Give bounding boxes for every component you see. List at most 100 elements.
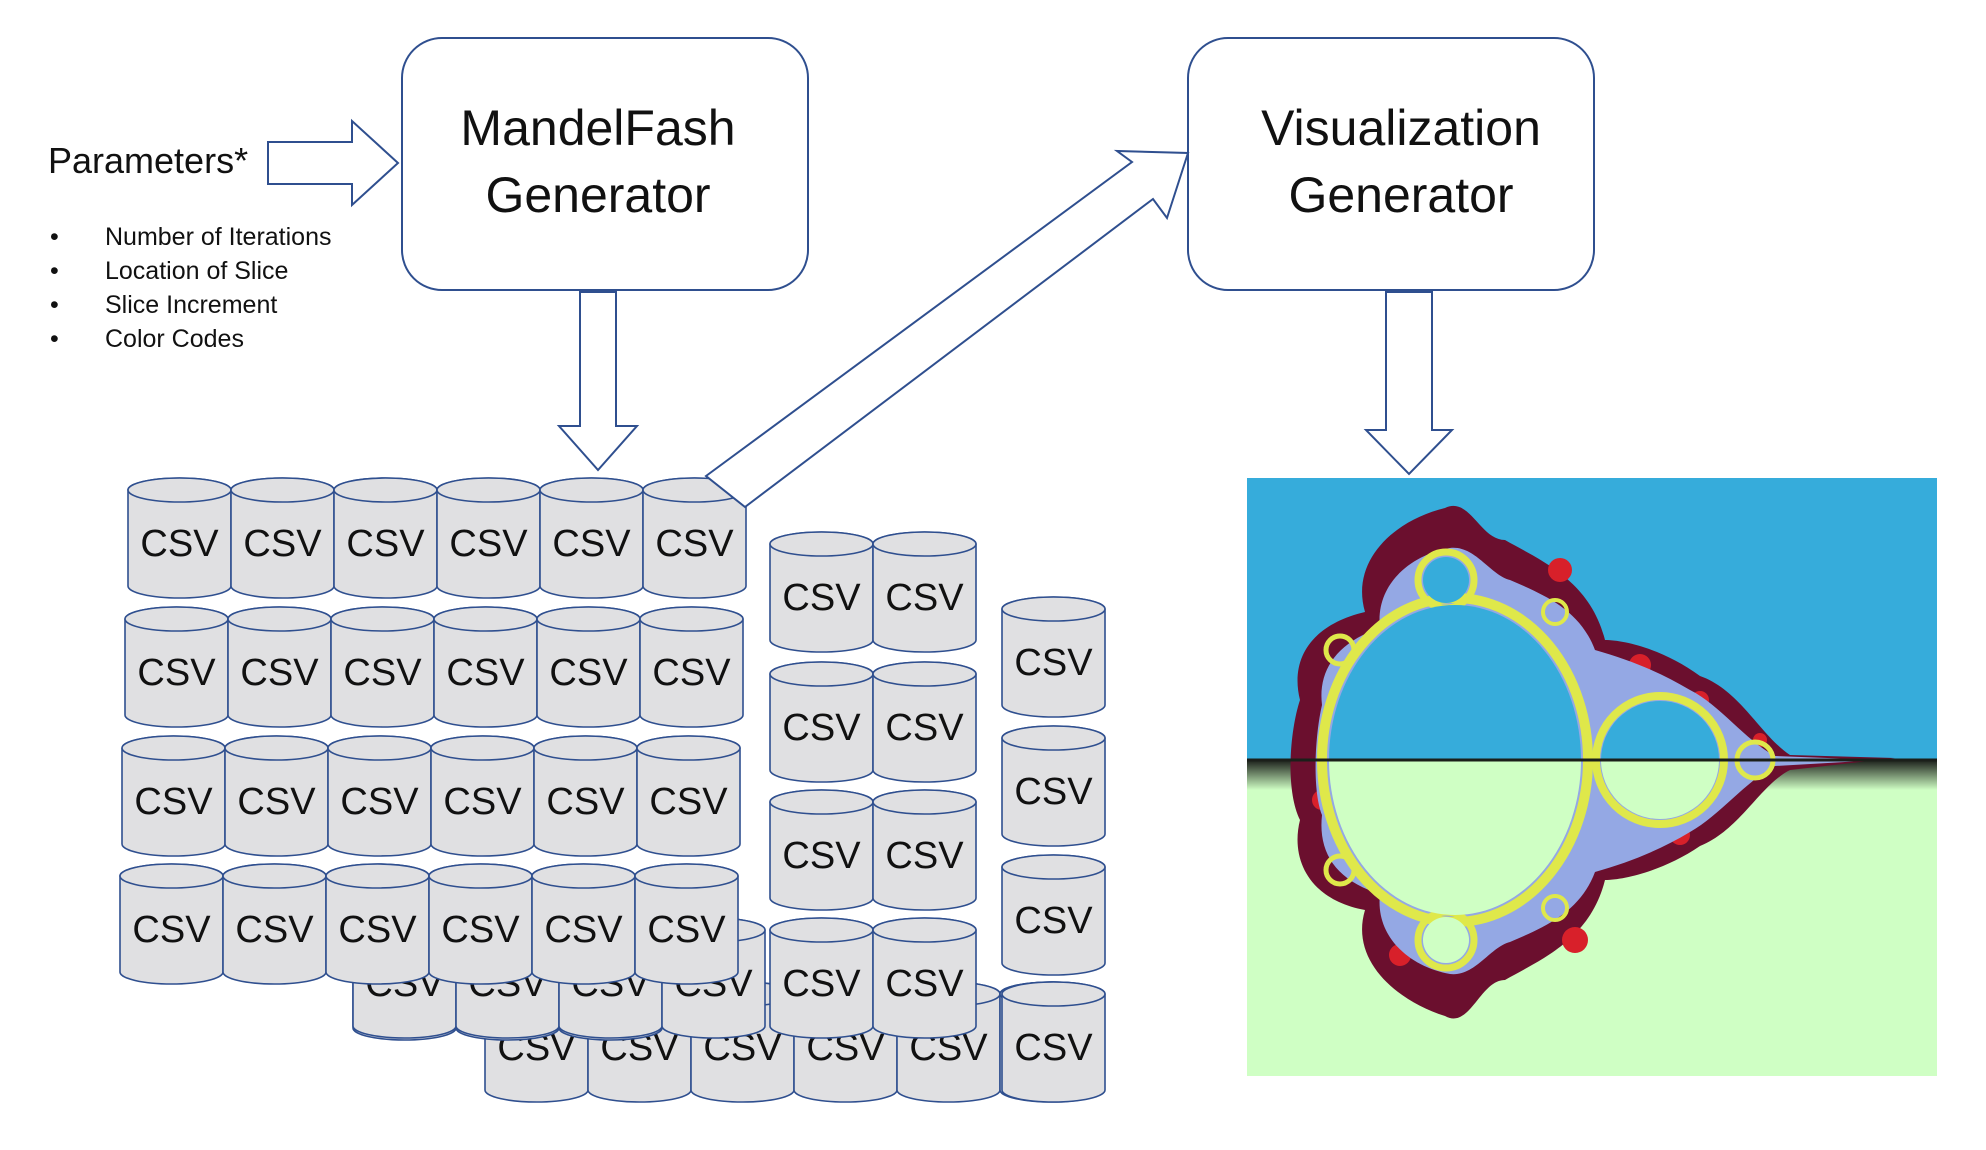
csv-cylinder: CSV	[1001, 596, 1106, 718]
cylinder-top	[769, 661, 874, 687]
cylinder-top	[769, 531, 874, 557]
fractal-visualization	[1247, 478, 1937, 1076]
csv-label: CSV	[340, 781, 419, 823]
csv-cylinder: CSV	[433, 606, 538, 728]
cylinder-top	[333, 477, 438, 503]
csv-label: CSV	[240, 652, 319, 694]
csv-label: CSV	[647, 909, 726, 951]
bullet-icon: •	[50, 223, 59, 251]
csv-label: CSV	[782, 577, 861, 619]
csv-cylinder: CSV	[1001, 981, 1106, 1103]
csv-cylinder: CSV	[872, 789, 977, 911]
cylinder-top	[227, 606, 332, 632]
cylinder-top	[872, 661, 977, 687]
cylinder-top	[124, 606, 229, 632]
csv-cylinder: CSV	[769, 661, 874, 783]
cylinder-top	[872, 789, 977, 815]
cylinder-top	[325, 863, 430, 889]
visualization-title-line2: Generator	[1288, 167, 1513, 223]
csv-label: CSV	[1014, 642, 1093, 684]
csv-cylinder: CSV	[327, 735, 432, 857]
cylinder-top	[536, 606, 641, 632]
csv-label: CSV	[140, 523, 219, 565]
csv-cylinder: CSV	[1001, 854, 1106, 976]
cylinder-top	[636, 735, 741, 761]
cylinder-top	[327, 735, 432, 761]
csv-cylinder: CSV	[325, 863, 430, 985]
csv-label: CSV	[243, 523, 322, 565]
cylinder-top	[433, 606, 538, 632]
csv-label: CSV	[235, 909, 314, 951]
csv-cylinder: CSV	[124, 606, 229, 728]
csv-cylinder: CSV	[428, 863, 533, 985]
cylinder-top	[121, 735, 226, 761]
visualization-title-line1: Visualization	[1261, 100, 1541, 156]
cylinder-top	[531, 863, 636, 889]
csv-cylinder: CSV	[531, 863, 636, 985]
csv-cylinder: CSV	[872, 917, 977, 1039]
bullet-icon: •	[50, 291, 59, 319]
csv-label: CSV	[134, 781, 213, 823]
csv-label: CSV	[782, 835, 861, 877]
cylinder-top	[330, 606, 435, 632]
csv-cylinder: CSV	[121, 735, 226, 857]
cylinder-top	[230, 477, 335, 503]
csv-cylinder: CSV	[224, 735, 329, 857]
csv-cylinder: CSV	[222, 863, 327, 985]
cylinder-top	[436, 477, 541, 503]
csv-cylinder: CSV	[769, 917, 874, 1039]
cylinder-top	[769, 789, 874, 815]
parameter-label: Slice Increment	[105, 291, 277, 319]
cylinder-top	[428, 863, 533, 889]
csv-cylinder: CSV	[533, 735, 638, 857]
csv-cylinder: CSV	[872, 531, 977, 653]
csv-label: CSV	[655, 523, 734, 565]
csv-cylinder: CSV	[769, 789, 874, 911]
parameters-block: Parameters* • Number of Iterations • Loc…	[48, 140, 332, 353]
csv-cylinder: CSV	[119, 863, 224, 985]
csv-label: CSV	[544, 909, 623, 951]
cylinder-top	[872, 917, 977, 943]
csv-label: CSV	[137, 652, 216, 694]
csv-label: CSV	[449, 523, 528, 565]
cylinder-top	[1001, 854, 1106, 880]
csv-label: CSV	[782, 963, 861, 1005]
csv-cylinder: CSV	[333, 477, 438, 599]
csv-cylinder: CSV	[330, 606, 435, 728]
csv-label: CSV	[132, 909, 211, 951]
csv-label: CSV	[1014, 1027, 1093, 1069]
generator-title-line2: Generator	[485, 167, 710, 223]
csv-label: CSV	[1014, 900, 1093, 942]
bullet-icon: •	[50, 325, 59, 353]
csv-label: CSV	[443, 781, 522, 823]
mandelfash-generator-box: MandelFash Generator	[401, 37, 809, 291]
csv-label: CSV	[1014, 771, 1093, 813]
parameters-title: Parameters*	[48, 140, 248, 181]
csv-cylinder: CSV	[539, 477, 644, 599]
csv-label: CSV	[885, 707, 964, 749]
parameters-list: • Number of Iterations • Location of Sli…	[50, 223, 332, 353]
cylinder-top	[634, 863, 739, 889]
csv-cylinder: CSV	[639, 606, 744, 728]
visualization-generator-box: Visualization Generator	[1187, 37, 1595, 291]
generator-down-arrow	[556, 291, 640, 472]
fractal-interior	[1247, 557, 1937, 963]
csv-label: CSV	[338, 909, 417, 951]
cylinder-top	[1001, 725, 1106, 751]
parameter-item: • Number of Iterations	[50, 223, 332, 251]
generator-title-line1: MandelFash	[460, 100, 735, 156]
csv-to-visualization-arrow	[704, 149, 1190, 509]
csv-label: CSV	[552, 523, 631, 565]
csv-cylinder: CSV	[769, 531, 874, 653]
csv-cylinder: CSV	[430, 735, 535, 857]
parameter-item: • Location of Slice	[50, 257, 288, 285]
parameter-label: Color Codes	[105, 325, 244, 353]
csv-label: CSV	[546, 781, 625, 823]
csv-cylinder: CSV	[436, 477, 541, 599]
parameter-item: • Color Codes	[50, 325, 244, 353]
bullet-icon: •	[50, 257, 59, 285]
cylinder-top	[769, 917, 874, 943]
csv-cylinder: CSV	[872, 661, 977, 783]
